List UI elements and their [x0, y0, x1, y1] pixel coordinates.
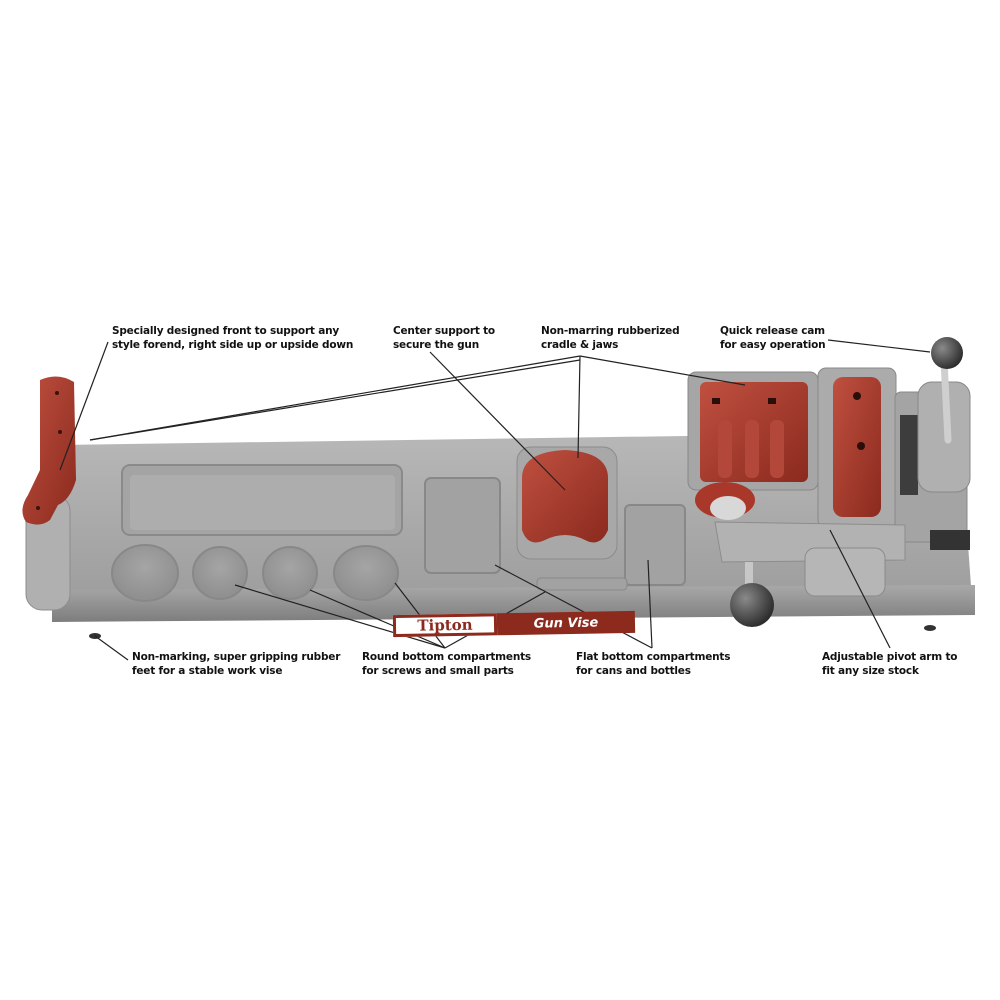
center-support: [516, 446, 618, 560]
callout-text: Specially designed front to support any: [112, 325, 340, 337]
callout-leader-lines: [59, 339, 931, 661]
callout-text: secure the gun: [393, 339, 479, 351]
brand-logo: Tipton: [392, 613, 498, 638]
product-name: Gun Vise: [496, 610, 636, 636]
pivot-arm: [695, 482, 906, 627]
callout-text: Adjustable pivot arm to: [822, 651, 958, 663]
callout-text: Non-marring rubberized: [541, 325, 680, 337]
callout-pivot-arm: Adjustable pivot arm to fit any size sto…: [822, 650, 958, 678]
callout-front-support: Specially designed front to support any …: [112, 324, 353, 352]
callout-text: Center support to: [393, 325, 495, 337]
callout-quick-release: Quick release cam for easy operation: [720, 324, 826, 352]
callout-text: Non-marking, super gripping rubber: [132, 651, 341, 663]
rear-cradle: [687, 371, 819, 491]
callout-center-support: Center support to secure the gun: [393, 324, 495, 352]
quick-release-cam: [917, 337, 971, 493]
callout-text: for cans and bottles: [576, 665, 691, 677]
callout-round-compartments: Round bottom compartments for screws and…: [362, 650, 531, 678]
callout-rubber-feet: Non-marking, super gripping rubber feet …: [132, 650, 340, 678]
front-forend-support: [22, 376, 77, 611]
callout-flat-compartments: Flat bottom compartments for cans and bo…: [576, 650, 730, 678]
callout-text: Quick release cam: [720, 325, 825, 337]
callout-text: cradle & jaws: [541, 339, 619, 351]
callout-text: for easy operation: [720, 339, 826, 351]
callout-rubberized-cradle: Non-marring rubberized cradle & jaws: [541, 324, 680, 352]
callout-text: Flat bottom compartments: [576, 651, 731, 663]
callout-text: Round bottom compartments: [362, 651, 531, 663]
callout-text: feet for a stable work vise: [132, 665, 283, 677]
round-compartments: [111, 544, 399, 602]
callout-text: style forend, right side up or upside do…: [112, 339, 354, 351]
callout-text: fit any size stock: [822, 665, 919, 677]
brand-plate: Tipton Gun Vise: [392, 610, 636, 638]
callout-text: for screws and small parts: [362, 665, 514, 677]
